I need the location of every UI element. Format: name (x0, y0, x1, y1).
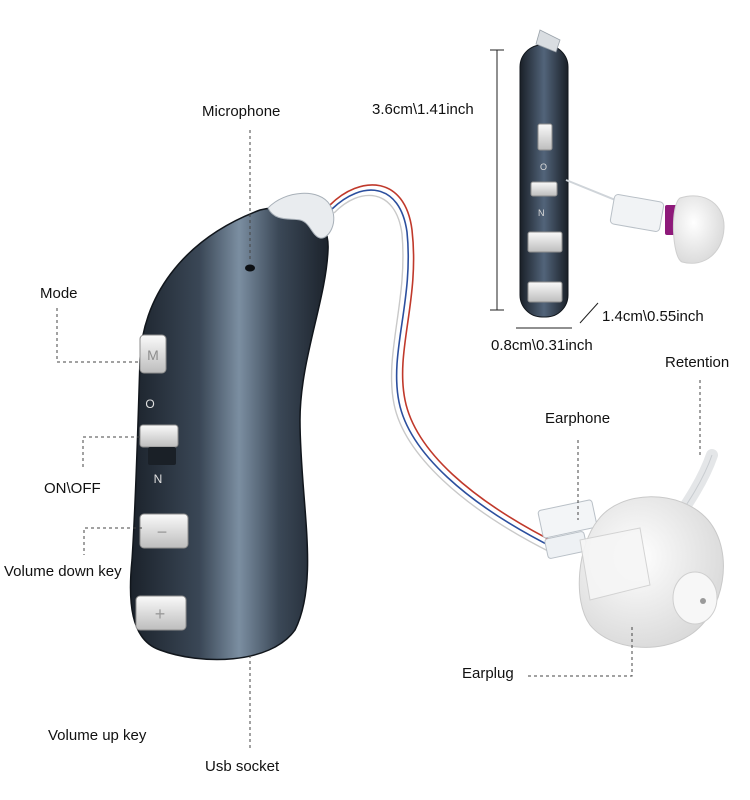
mode-button[interactable]: M (139, 334, 167, 374)
earphone-label: Earphone (545, 410, 611, 427)
dimension-depth-label: 1.4cm\0.55inch (602, 308, 704, 325)
dimension-width-label: 0.8cm\0.31inch (491, 337, 593, 354)
small-plus-button (527, 281, 563, 303)
small-switch (530, 181, 558, 197)
on-off-switch[interactable] (139, 424, 179, 465)
small-minus-button (527, 231, 563, 253)
earplug (578, 496, 724, 648)
volume-up-label: Volume up key (48, 727, 147, 744)
small-mode-button (537, 123, 553, 151)
small-off-glyph: N (538, 208, 545, 218)
small-on-glyph: O (540, 162, 547, 172)
usb-socket-label: Usb socket (205, 758, 280, 775)
earphone (537, 499, 598, 559)
mode-label: Mode (40, 285, 78, 302)
volume-down-button[interactable]: − (139, 513, 189, 549)
small-device-view: O N (519, 29, 725, 318)
plus-glyph: + (155, 604, 166, 624)
on-off-label: ON\OFF (44, 480, 101, 497)
minus-glyph: − (157, 522, 168, 542)
dimension-height-label: 3.6cm\1.41inch (372, 101, 474, 118)
dimension-lines (490, 49, 599, 329)
mode-glyph: M (147, 347, 159, 363)
off-glyph: N (154, 472, 163, 486)
earplug-label: Earplug (462, 665, 514, 682)
retention-label: Retention (665, 354, 730, 371)
callout-lines (56, 130, 701, 750)
volume-down-label: Volume down key (4, 563, 122, 580)
microphone-label: Microphone (202, 103, 281, 120)
volume-up-button[interactable]: + (135, 595, 187, 631)
microphone-hole (245, 264, 255, 272)
wire (329, 184, 561, 554)
on-glyph: O (145, 397, 154, 411)
